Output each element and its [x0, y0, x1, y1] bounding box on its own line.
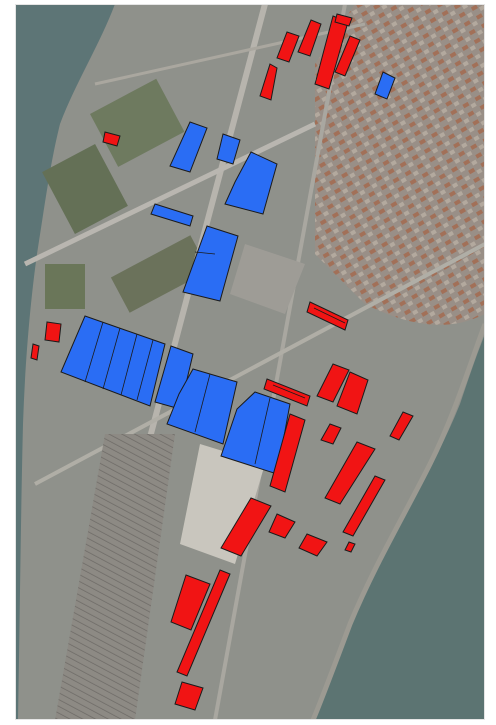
red-building[interactable]	[102, 131, 121, 147]
blue-building[interactable]	[224, 151, 278, 215]
red-building[interactable]	[316, 363, 350, 403]
road-diagonal-2	[213, 4, 347, 720]
blue-building[interactable]	[169, 121, 208, 173]
park-block-4	[110, 235, 210, 313]
red-building[interactable]	[389, 411, 414, 441]
blue-building[interactable]	[216, 133, 241, 165]
park-block-3	[45, 264, 85, 309]
red-building[interactable]	[336, 371, 369, 415]
aerial-map[interactable]	[15, 4, 485, 720]
blue-building[interactable]	[150, 203, 194, 227]
warehouse-zone-2	[230, 244, 305, 314]
blue-building[interactable]	[374, 71, 396, 100]
red-building[interactable]	[176, 569, 231, 677]
red-building[interactable]	[30, 343, 40, 361]
blue-building-details	[84, 251, 271, 465]
red-building[interactable]	[174, 681, 204, 711]
red-building[interactable]	[44, 321, 62, 343]
blue-building[interactable]	[182, 225, 239, 302]
residential-district-east	[315, 4, 485, 325]
rail-yard	[55, 434, 175, 720]
river-right	[315, 334, 485, 720]
red-building[interactable]	[342, 475, 386, 537]
river-right-shore	[310, 323, 485, 720]
river-left	[15, 4, 115, 720]
red-building[interactable]	[324, 441, 376, 505]
red-building-layer	[30, 13, 414, 711]
red-building[interactable]	[334, 35, 361, 77]
red-building[interactable]	[298, 533, 328, 557]
red-building[interactable]	[170, 574, 211, 631]
red-building[interactable]	[220, 497, 272, 557]
red-building[interactable]	[320, 423, 342, 445]
red-building[interactable]	[344, 541, 356, 553]
red-building[interactable]	[268, 513, 296, 539]
blue-building-layer	[60, 71, 396, 475]
red-building[interactable]	[334, 13, 353, 27]
blue-building[interactable]	[60, 315, 166, 407]
park-block-2	[42, 144, 128, 234]
red-building[interactable]	[297, 19, 322, 57]
red-building[interactable]	[306, 301, 349, 331]
map-border	[15, 4, 485, 720]
road-cross-3	[94, 22, 366, 86]
red-building[interactable]	[276, 31, 300, 63]
red-building[interactable]	[259, 63, 278, 101]
road-cross-1	[23, 121, 317, 267]
red-building[interactable]	[269, 413, 306, 493]
red-building-details	[272, 307, 346, 399]
blue-building[interactable]	[220, 391, 291, 475]
